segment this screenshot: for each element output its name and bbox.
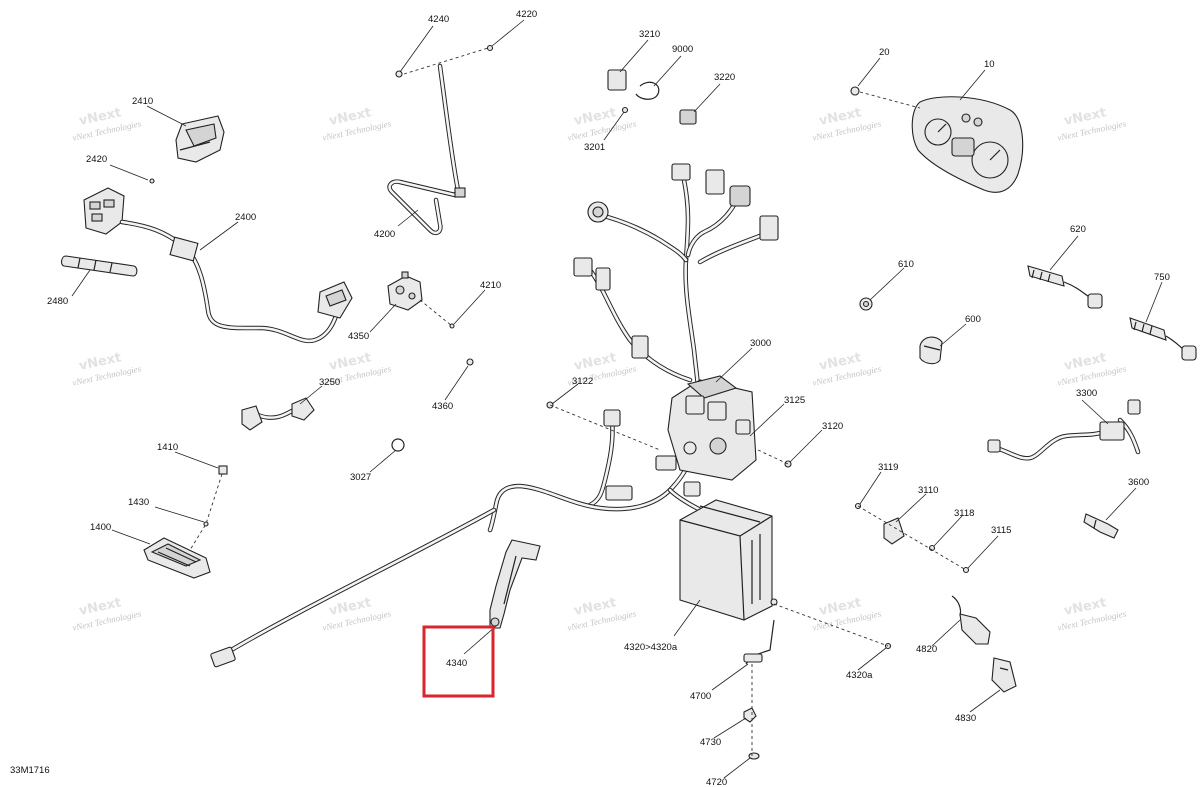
callout-3119[interactable]: 3119 xyxy=(878,462,898,473)
callout-3201[interactable]: 3201 xyxy=(584,142,605,153)
callout-3125[interactable]: 3125 xyxy=(784,395,805,406)
gauge-cluster-10 xyxy=(911,96,1024,193)
cable-4700 xyxy=(743,619,775,665)
callout-610[interactable]: 610 xyxy=(898,259,914,270)
callout-3210[interactable]: 3210 xyxy=(639,29,660,40)
callout-4320[interactable]: 4320>4320a xyxy=(624,642,678,653)
callout-4720[interactable]: 4720 xyxy=(706,777,727,787)
callout-2410[interactable]: 2410 xyxy=(132,96,153,107)
callout-2420[interactable]: 2420 xyxy=(86,154,107,165)
callout-10[interactable]: 10 xyxy=(984,59,995,70)
screw-1430 xyxy=(203,521,209,527)
callout-3118[interactable]: 3118 xyxy=(954,508,974,519)
callout-labels: 4240 4220 4200 3210 9000 3220 3201 20 10… xyxy=(47,9,1170,787)
callout-3115[interactable]: 3115 xyxy=(991,525,1011,536)
screw-3120 xyxy=(784,460,792,468)
connector-3220 xyxy=(679,109,697,125)
socket-600 xyxy=(919,336,943,365)
callout-4360[interactable]: 4360 xyxy=(432,401,453,412)
bracket-4340 xyxy=(489,539,541,629)
screw-3115 xyxy=(962,566,970,574)
callout-4210[interactable]: 4210 xyxy=(480,280,501,291)
callout-4220[interactable]: 4220 xyxy=(516,9,537,20)
callout-3300[interactable]: 3300 xyxy=(1076,388,1097,399)
clip-9000 xyxy=(635,81,660,100)
oring-3027 xyxy=(391,438,405,452)
antenna-cable-4200 xyxy=(387,44,494,236)
clip-1410 xyxy=(218,465,228,475)
callout-4700[interactable]: 4700 xyxy=(690,691,711,702)
callout-4820[interactable]: 4820 xyxy=(916,644,937,655)
callout-3122[interactable]: 3122 xyxy=(572,376,593,387)
handlebar-switch-2400 xyxy=(83,187,353,344)
washer-4720 xyxy=(748,752,760,760)
cap-4830 xyxy=(991,657,1017,693)
callout-4830[interactable]: 4830 xyxy=(955,713,976,724)
screw-4210 xyxy=(449,323,455,329)
grip-heater-620 xyxy=(1027,265,1103,309)
nut-4360 xyxy=(466,358,474,366)
connector-3210 xyxy=(607,69,627,91)
callout-750[interactable]: 750 xyxy=(1154,272,1170,283)
nut-4730 xyxy=(743,707,757,723)
callout-3120[interactable]: 3120 xyxy=(822,421,843,432)
callout-4730[interactable]: 4730 xyxy=(700,737,721,748)
diagram-id: 33M1716 xyxy=(10,765,50,776)
nut-610-hole xyxy=(862,300,870,308)
screw-3201 xyxy=(621,106,629,114)
screw-20 xyxy=(850,86,860,96)
callout-2480[interactable]: 2480 xyxy=(47,296,68,307)
screw-2420 xyxy=(149,178,155,184)
leader-lines xyxy=(71,19,1163,779)
callout-4320a[interactable]: 4320a xyxy=(846,670,873,681)
callout-3600[interactable]: 3600 xyxy=(1128,477,1149,488)
switch-housing-2410 xyxy=(175,115,225,163)
callout-1410[interactable]: 1410 xyxy=(157,442,178,453)
main-harness-3000 xyxy=(210,163,779,668)
harness-3300 xyxy=(987,399,1141,461)
highlight-box-4340 xyxy=(422,625,495,698)
sensor-3250 xyxy=(241,397,315,431)
callout-4200[interactable]: 4200 xyxy=(374,229,395,240)
callout-3027[interactable]: 3027 xyxy=(350,472,371,483)
callout-1400[interactable]: 1400 xyxy=(90,522,111,533)
callout-4340[interactable]: 4340 xyxy=(446,658,467,669)
relay-4350 xyxy=(387,271,423,311)
callout-20[interactable]: 20 xyxy=(879,47,890,58)
protective-sleeve-2480 xyxy=(61,255,138,277)
box-4320 xyxy=(679,499,773,621)
assembly-lines xyxy=(189,47,967,756)
grip-heater-750 xyxy=(1129,317,1197,361)
callout-1430[interactable]: 1430 xyxy=(128,497,149,508)
callout-4240[interactable]: 4240 xyxy=(428,14,449,25)
callout-620[interactable]: 620 xyxy=(1070,224,1086,235)
callout-3000[interactable]: 3000 xyxy=(750,338,771,349)
callout-600[interactable]: 600 xyxy=(965,314,981,325)
callout-3220[interactable]: 3220 xyxy=(714,72,735,83)
callout-2400[interactable]: 2400 xyxy=(235,212,256,223)
callout-3250[interactable]: 3250 xyxy=(319,377,340,388)
socket-4820 xyxy=(951,595,991,645)
sensor-3600 xyxy=(1083,513,1119,539)
screw-4320a-left xyxy=(770,598,778,606)
module-1400 xyxy=(143,537,211,579)
callout-9000[interactable]: 9000 xyxy=(672,44,693,55)
callout-4350[interactable]: 4350 xyxy=(348,331,369,342)
callout-3110[interactable]: 3110 xyxy=(918,485,938,496)
